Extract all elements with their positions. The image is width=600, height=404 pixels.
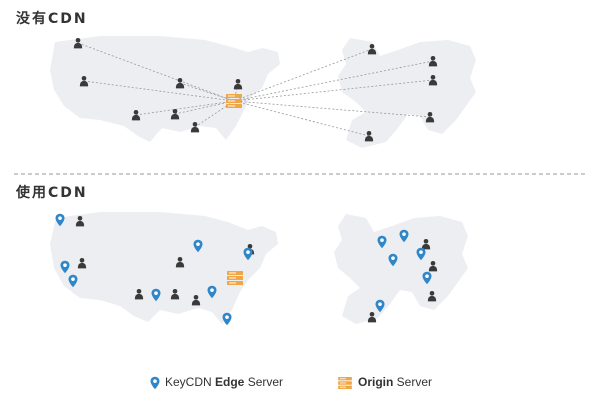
map-europe-bottom [334,214,468,324]
connection-layer [77,42,434,137]
legend-origin-label: Origin Server [358,375,432,389]
legend-origin-bold: Origin [358,375,394,389]
origin-server-icon [227,271,243,285]
connection-line [135,100,235,116]
map-usa-bottom [50,212,278,324]
legend-edge-prefix: KeyCDN [165,375,216,389]
connection-line [233,100,370,137]
connection-line [233,79,434,102]
legend-map-pin-icon [150,376,160,390]
origin-server-icon [226,94,242,108]
section-title-without-cdn: 没有CDN [16,11,88,27]
legend-edge-suffix: Server [244,375,284,389]
legend-edge-bold: Edge [215,375,245,389]
connection-line [233,83,239,102]
section-title-with-cdn: 使用CDN [16,185,88,201]
connection-line [233,60,434,102]
map-pin-icon [222,312,232,326]
legend-origin-suffix: Server [393,375,433,389]
connection-line [233,100,431,118]
connection-line [233,48,373,102]
map-usa-top [50,36,280,142]
legend-server-stack-icon [338,377,352,389]
connection-line [83,80,235,102]
connection-line [179,82,235,102]
legend-edge-label: KeyCDN Edge Server [165,375,283,389]
map-europe-top [338,38,476,148]
map-layer [50,36,476,324]
